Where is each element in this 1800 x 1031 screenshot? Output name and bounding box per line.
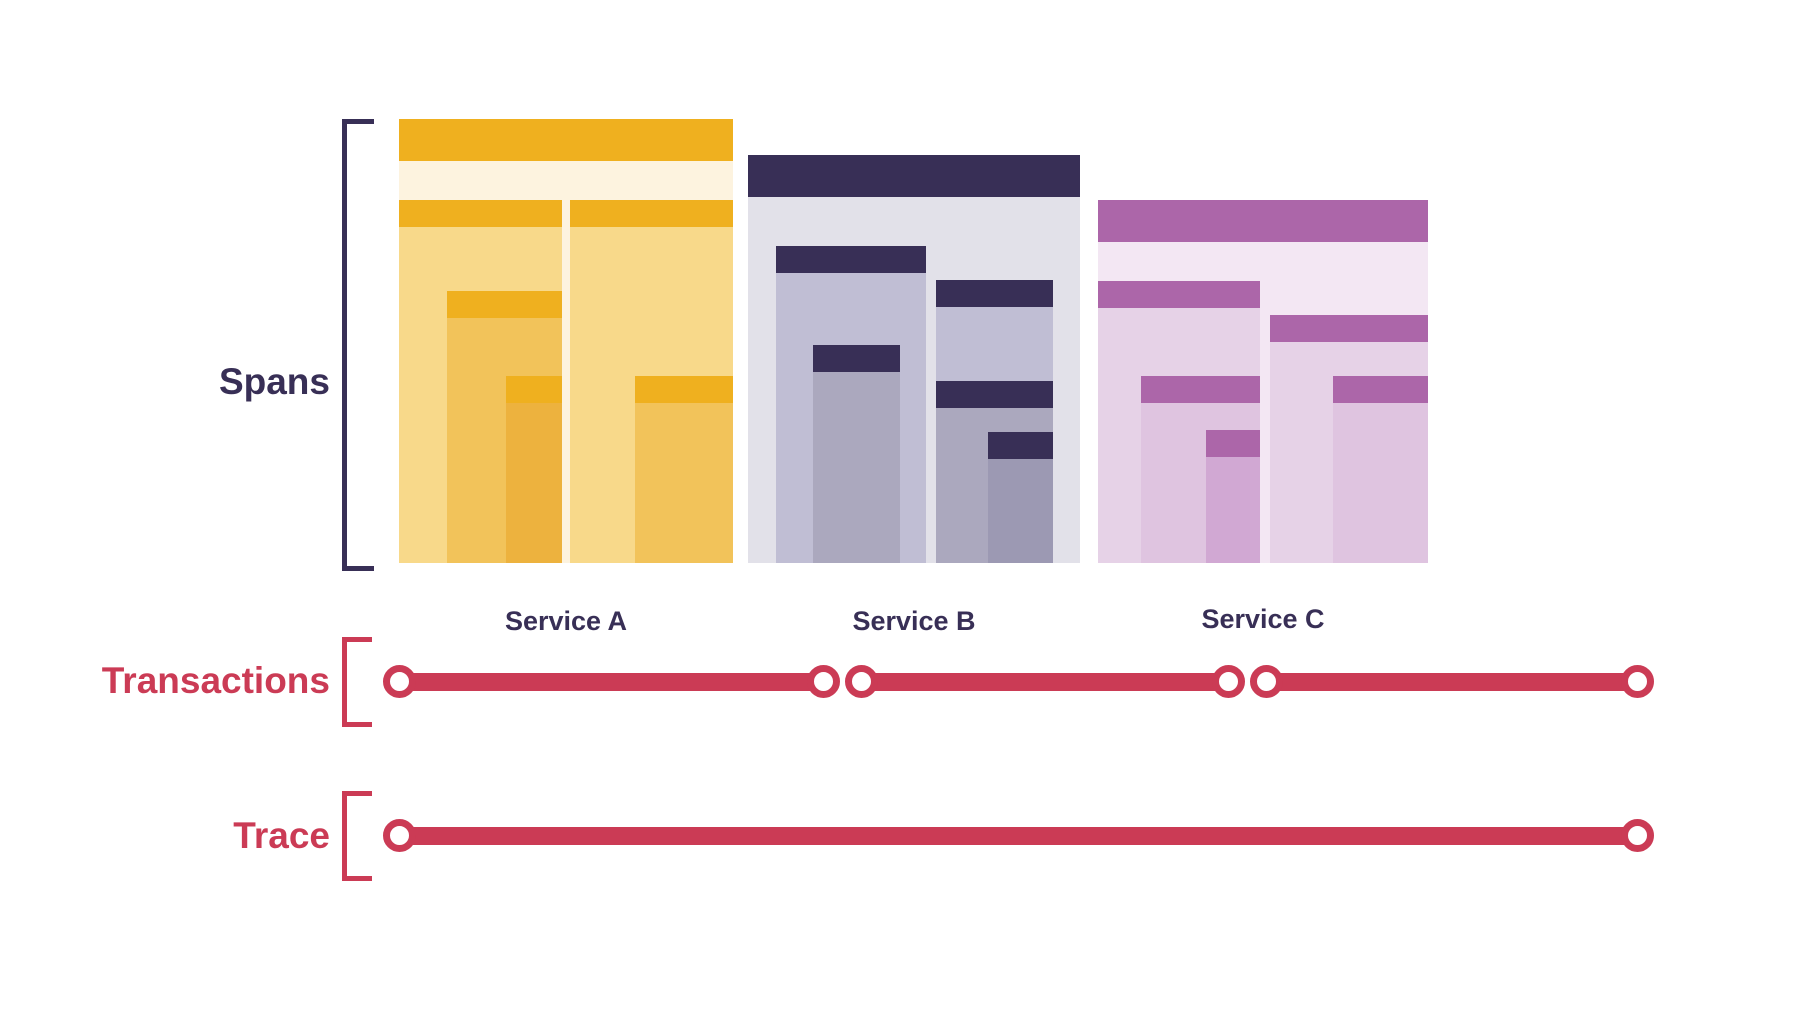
trace-bracket [342, 791, 372, 881]
transaction-line-3 [1266, 673, 1637, 691]
span-bar [1333, 376, 1428, 563]
service-caption-b: Service B [852, 606, 976, 636]
span-header [1333, 376, 1428, 403]
transactions-row-label: Transactions [101, 660, 330, 701]
transaction-line-1 [399, 673, 823, 691]
span-bar [988, 432, 1053, 563]
transaction-dot-start-2 [845, 665, 878, 698]
transaction-dot-start-1 [383, 665, 416, 698]
spans-bracket [342, 119, 374, 571]
span-bar [506, 376, 562, 563]
span-header [1141, 376, 1260, 403]
span-bar [635, 376, 733, 563]
span-header [1206, 430, 1260, 457]
span-header [813, 345, 900, 372]
span-header [1098, 200, 1428, 242]
transaction-dot-end-3 [1621, 665, 1654, 698]
span-header [776, 246, 926, 273]
span-bar [813, 345, 900, 563]
trace-dot-start [383, 819, 416, 852]
trace-line [399, 827, 1637, 845]
span-header [635, 376, 733, 403]
spans-layer [399, 119, 1428, 563]
span-header [447, 291, 562, 318]
service-caption-a: Service A [504, 606, 628, 636]
span-header [399, 119, 733, 161]
span-header [506, 376, 562, 403]
transaction-dot-end-2 [1212, 665, 1245, 698]
spans-row-label: Spans [218, 361, 330, 402]
span-header [1098, 281, 1260, 308]
span-header [748, 155, 1080, 197]
transaction-dot-end-1 [807, 665, 840, 698]
transactions-bracket [342, 637, 372, 727]
trace-dot-end [1621, 819, 1654, 852]
trace-row-label: Trace [233, 815, 330, 856]
span-header [936, 280, 1053, 307]
transaction-dot-start-3 [1250, 665, 1283, 698]
span-header [1270, 315, 1428, 342]
span-bar [1206, 430, 1260, 563]
span-header [570, 200, 733, 227]
span-header [936, 381, 1053, 408]
span-header [988, 432, 1053, 459]
service-caption-c: Service C [1201, 604, 1325, 634]
span-header [399, 200, 562, 227]
transaction-line-2 [861, 673, 1228, 691]
